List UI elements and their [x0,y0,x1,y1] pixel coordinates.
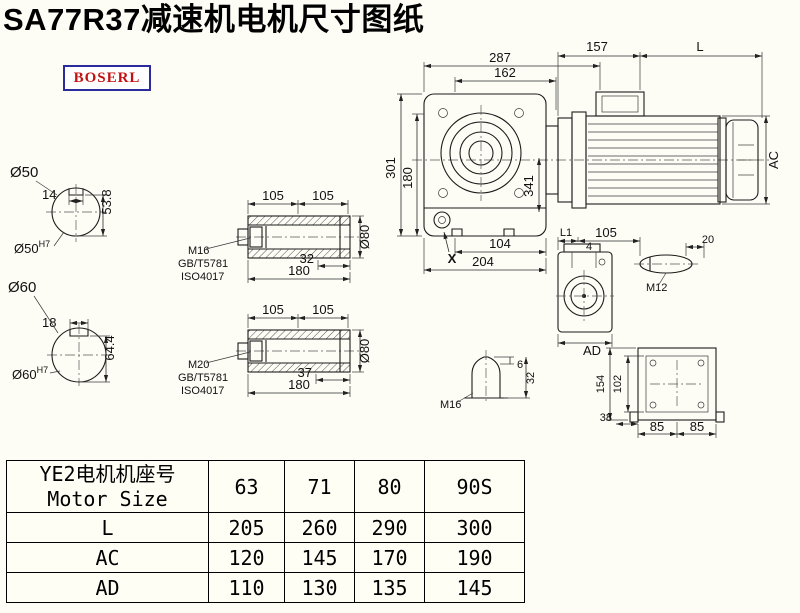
dim-key-width-60: 18 [42,315,56,330]
rear-view: 154 102 38 85 85 [595,347,725,438]
dim-dia80-m16: Ø80 [357,225,372,250]
label-thread-m16-plug: M16 [440,399,461,411]
size-col-90s: 90S [424,460,525,513]
cell-L-71: 260 [284,512,355,543]
dim-105a-m20: 105 [262,302,284,317]
label-thread-m16: M16 [188,245,209,257]
page-title: SA77R37减速机电机尺寸图纸 [3,2,425,37]
dim-162: 162 [494,65,516,80]
label-gb-std-1: GB/T5781 [178,258,228,270]
dim-180-m20: 180 [288,377,310,392]
dim-105-side: 105 [595,225,617,240]
dim-L1: L1 [560,227,572,239]
dim-157: 157 [586,39,608,54]
size-col-71: 71 [284,460,355,513]
table-header-row: YE2电机机座号 Motor Size 63 71 80 90S [6,460,525,513]
dim-341: 341 [521,175,536,197]
cell-L-63: 205 [208,512,285,543]
label-dia50-h7: Ø50H7 [14,239,50,256]
main-front-view: X [412,91,770,266]
cell-AC-71: 145 [284,542,355,573]
table-row-AC: AC 120 145 170 190 [6,542,525,573]
table-row-AD: AD 110 130 135 145 [6,572,525,603]
cell-AC-90s: 190 [424,542,525,573]
row-label-L: L [6,512,209,543]
label-iso-std-2: ISO4017 [181,385,224,397]
table-row-L: L 205 260 290 300 [6,512,525,543]
dim-32: 32 [300,251,314,266]
size-col-80: 80 [354,460,425,513]
dim-104: 104 [489,236,511,251]
main-dimensions: 287 162 157 L 301 180 341 104 204 AC [383,39,781,274]
cell-AC-63: 120 [208,542,285,573]
dim-180-m16: 180 [288,263,310,278]
cell-AC-80: 170 [354,542,425,573]
dim-105b-m20: 105 [312,302,334,317]
dim-102: 102 [612,375,624,393]
dim-6: 6 [517,359,523,371]
plug-detail: 6 32 M16 [440,350,537,411]
header-cn: YE2电机机座号 [39,461,176,486]
shaft-section-60: 18 64.4 Ø60 Ø60H7 [8,279,117,386]
cell-AD-90s: 145 [424,572,525,603]
label-thread-m20: M20 [188,359,209,371]
dim-32-plug: 32 [525,372,537,384]
cell-AD-63: 110 [208,572,285,603]
dim-85a: 85 [650,419,664,434]
hollow-shaft-m16: 105 105 M16 GB/T5781 ISO4017 32 180 Ø80 [178,188,372,283]
dim-105a-m16: 105 [262,188,284,203]
dim-37: 37 [298,365,312,380]
label-thread-m12: M12 [646,282,667,294]
dim-L: L [696,39,703,54]
dim-key-height-60: 64.4 [102,335,117,360]
hollow-shaft-m20: 105 105 M20 GB/T5781 ISO4017 37 180 Ø80 [178,302,372,397]
cell-AD-80: 135 [354,572,425,603]
row-label-AC: AC [6,542,209,573]
marker-x-label: X [448,251,457,266]
cell-L-90s: 300 [424,512,525,543]
dim-204: 204 [472,254,494,269]
brand-logo: BOSERL [63,65,151,91]
label-dia60-h7: Ø60H7 [12,365,48,382]
dim-180: 180 [400,167,415,189]
dim-105b-m16: 105 [312,188,334,203]
row-label-AD: AD [6,572,209,603]
gearbox-side-view: L1 105 4 AD [556,225,641,358]
dim-key-height-50: 53.8 [99,189,114,214]
motor-size-table: YE2电机机座号 Motor Size 63 71 80 90S L 205 2… [6,460,525,603]
cell-AD-71: 130 [284,572,355,603]
dim-AC: AC [766,151,781,169]
pin-detail: 20 M12 [634,234,714,294]
size-col-63: 63 [208,460,285,513]
label-iso-std-1: ISO4017 [181,271,224,283]
technical-drawing: X 287 162 157 L 301 180 341 104 [8,39,781,438]
dim-AD: AD [583,343,601,358]
dim-301: 301 [383,157,398,179]
shaft-section-50: 14 53.8 Ø50 Ø50H7 [10,164,114,256]
label-gb-std-2: GB/T5781 [178,372,228,384]
dim-38: 38 [600,412,612,424]
dim-85b: 85 [690,419,704,434]
dim-287: 287 [489,50,511,65]
header-motor-size: YE2电机机座号 Motor Size [6,460,209,513]
dim-4: 4 [586,241,592,253]
dim-154: 154 [595,375,607,393]
dim-20: 20 [702,234,714,246]
label-dia50: Ø50 [10,164,38,181]
header-en: Motor Size [47,486,168,511]
cell-L-80: 290 [354,512,425,543]
dim-dia80-m20: Ø80 [357,339,372,364]
dim-key-width-50: 14 [42,187,56,202]
label-dia60: Ø60 [8,279,36,296]
